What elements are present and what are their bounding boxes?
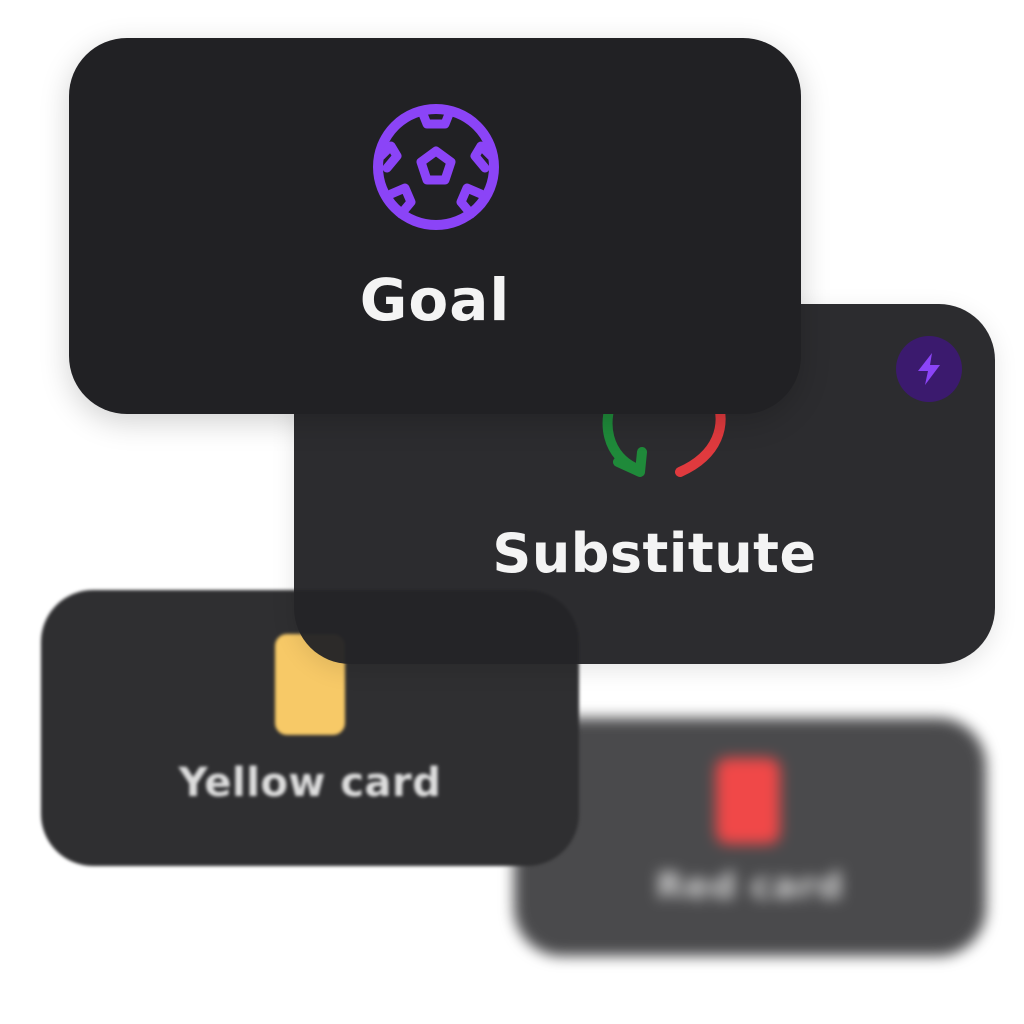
red-card-icon: [716, 758, 780, 844]
substitute-label: Substitute: [492, 522, 817, 585]
soccer-ball-icon: [373, 104, 499, 230]
lightning-badge: [896, 336, 962, 402]
yellow-card-label: Yellow card: [178, 760, 442, 806]
lightning-bolt-icon: [918, 353, 940, 385]
goal-option[interactable]: Goal: [69, 38, 801, 414]
red-card-option[interactable]: Red card: [514, 718, 986, 956]
goal-label: Goal: [359, 266, 511, 334]
red-card-label: Red card: [656, 866, 844, 907]
